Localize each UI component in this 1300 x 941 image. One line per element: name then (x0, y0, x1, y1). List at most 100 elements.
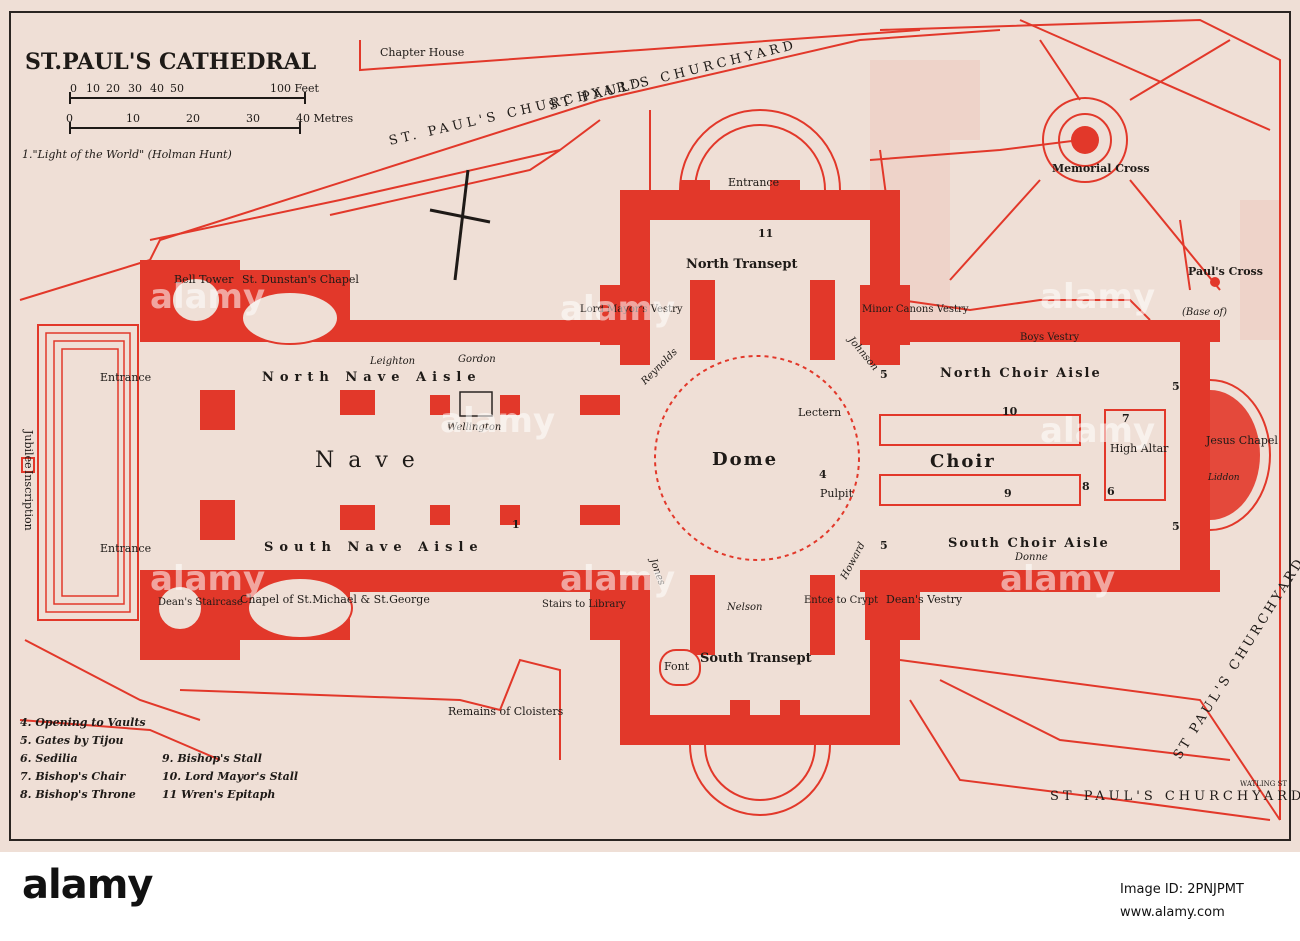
font-label: Font (664, 660, 690, 673)
south-choir-aisle-label: South Choir Aisle (948, 536, 1110, 551)
marker-4: 4 (819, 468, 827, 481)
donne-label: Donne (1014, 552, 1048, 563)
scale-m-0: 0 (66, 112, 73, 125)
inscription-label: Inscription (22, 470, 35, 531)
deans-vestry-label: Dean's Vestry (886, 593, 963, 606)
marker-11: 11 (758, 227, 773, 240)
gordon-label: Gordon (458, 354, 496, 365)
legend-item: 8. Bishop's Throne (20, 788, 136, 801)
lectern-label: Lectern (798, 406, 841, 419)
choir-label: Choir (930, 451, 996, 472)
watermark-overlay: alamy (560, 559, 675, 599)
south-transept-label: South Transept (700, 651, 812, 666)
chapel-st-michael-label: Chapel of St.Michael & St.George (240, 593, 430, 606)
scale-m-40: 40 Metres (296, 112, 353, 125)
crypt-entrance-label: Entce to Crypt (804, 595, 878, 606)
marker-6: 6 (1107, 485, 1115, 498)
choir-stalls (879, 409, 1166, 506)
scale-m-10: 10 (126, 112, 140, 125)
street-south: ST PAUL'S CHURCHYARD (1050, 789, 1300, 804)
wellington-monument (459, 391, 493, 417)
leighton-label: Leighton (369, 356, 415, 367)
wellington-label: Wellington (447, 422, 501, 433)
porches (679, 109, 1271, 816)
marker-5b: 5 (880, 539, 888, 552)
memorial-cross-label: Memorial Cross (1052, 162, 1150, 175)
image-id: Image ID: 2PNJPMT (1120, 882, 1244, 897)
pauls-cross-base: (Base of) (1182, 307, 1227, 318)
map-legend: 4. Opening to Vaults 5. Gates by Tijou 6… (20, 716, 298, 801)
scale-feet-0: 0 (70, 82, 77, 95)
lord-mayors-vestry-label: Lord Mayor's Vestry (580, 304, 683, 315)
deans-staircase-label: Dean's Staircase (158, 597, 243, 608)
marker-5c: 5 (1172, 380, 1180, 393)
watermark-overlay: alamy (440, 401, 555, 441)
minor-canons-vestry-label: Minor Canons Vestry (862, 304, 969, 315)
chapter-house-label: Chapter House (380, 46, 464, 59)
bell-tower-label: Bell Tower (174, 273, 234, 286)
remains-cloisters-label: Remains of Cloisters (448, 705, 564, 718)
north-choir-aisle-label: North Choir Aisle (940, 366, 1102, 381)
watermark-overlay: alamy (560, 289, 675, 329)
scale-m-20: 20 (186, 112, 200, 125)
legend-item: 7. Bishop's Chair (20, 770, 126, 783)
legend-item: 5. Gates by Tijou (20, 734, 124, 747)
scale-feet-100: 100 Feet (270, 82, 320, 95)
north-arrow (429, 169, 491, 281)
watermark-overlay: alamy (1040, 277, 1155, 317)
scale-m-30: 30 (246, 112, 260, 125)
jubilee-label: Jubilee (22, 429, 35, 469)
high-altar-label: High Altar (1110, 442, 1169, 455)
marker-5a: 5 (880, 368, 888, 381)
marker-9: 9 (1004, 487, 1012, 500)
legend-item: 6. Sedilia (20, 752, 78, 765)
scale-feet-40: 40 (150, 82, 164, 95)
map-title: ST.PAUL'S CATHEDRAL (25, 49, 316, 75)
marker-7: 7 (1122, 412, 1130, 425)
west-steps (37, 324, 139, 621)
entrance-north: Entrance (728, 176, 779, 189)
pauls-cross-label: Paul's Cross (1188, 265, 1263, 278)
scale-feet-50: 50 (170, 82, 184, 95)
scale-feet-30: 30 (128, 82, 142, 95)
legend-item: 9. Bishop's Stall (162, 752, 262, 765)
alamy-logo: alamy (22, 862, 153, 908)
alamy-site: www.alamy.com (1120, 905, 1225, 920)
legend-item: 11 Wren's Epitaph (162, 788, 275, 801)
memorial-cross-marker (1071, 126, 1099, 154)
scale-feet-20: 20 (106, 82, 120, 95)
marker-10: 10 (1002, 405, 1018, 418)
stairs-library-label: Stairs to Library (542, 599, 626, 610)
south-nave-aisle-label: South Nave Aisle (264, 540, 484, 555)
nave-label: Nave (315, 448, 429, 473)
watermark-overlay: alamy (1040, 411, 1155, 451)
liddon-label: Liddon (1207, 473, 1240, 483)
jubilee-inscription-box (21, 457, 35, 473)
note-light-of-the-world: 1."Light of the World" (Holman Hunt) (22, 148, 232, 161)
watling-label: WATLING ST (1240, 780, 1287, 788)
watermark-overlay: alamy (150, 277, 265, 317)
entrance-west-1: Entrance (100, 371, 151, 384)
legend-item: 10. Lord Mayor's Stall (162, 770, 298, 783)
map-border (9, 11, 1291, 841)
pulpit-label: Pulpit (820, 487, 854, 500)
jesus-chapel-label: Jesus Chapel (1205, 434, 1278, 447)
scale-feet-10: 10 (86, 82, 100, 95)
north-transept-label: North Transept (686, 257, 798, 272)
marker-8: 8 (1082, 480, 1090, 493)
pauls-cross-marker (1210, 277, 1220, 287)
watermark-overlay: alamy (150, 559, 265, 599)
marker-1: 1 (512, 518, 520, 531)
chapel-rooms (157, 277, 701, 686)
boys-vestry-label: Boys Vestry (1020, 332, 1079, 343)
st-dunstans-label: St. Dunstan's Chapel (242, 273, 359, 286)
watermark-overlay: alamy (1000, 559, 1115, 599)
marker-5d: 5 (1172, 520, 1180, 533)
entrance-west-2: Entrance (100, 542, 151, 555)
cathedral-walls (140, 180, 1220, 745)
scale-bar (69, 92, 306, 134)
dome-label: Dome (712, 449, 778, 470)
watermark-bar (0, 852, 1300, 941)
apse (1210, 390, 1260, 520)
